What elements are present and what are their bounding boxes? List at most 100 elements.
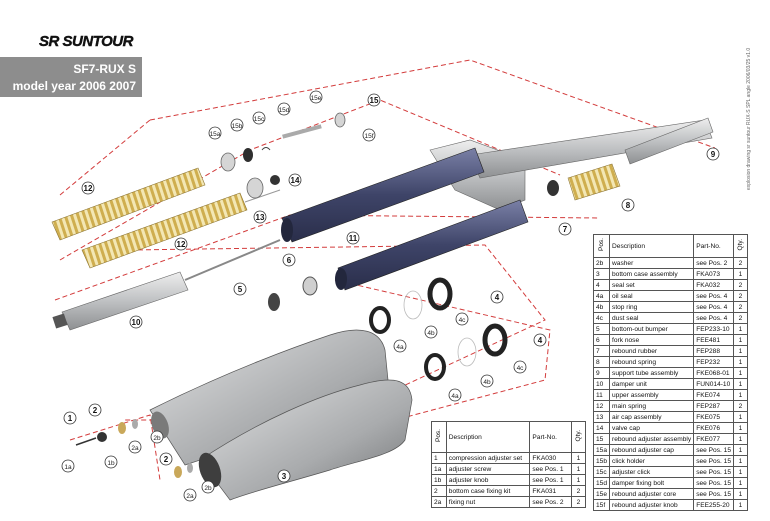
cell-qty: 1 <box>733 323 749 335</box>
cell-description: dust seal <box>609 312 695 324</box>
cell-part-no: see Pos. 1 <box>529 463 572 475</box>
cell-description: main spring <box>609 400 695 412</box>
cell-qty: 1 <box>733 378 749 390</box>
cell-part-no: FKA032 <box>693 279 735 291</box>
cell-pos: 1b <box>431 474 447 486</box>
svg-text:2b: 2b <box>153 435 161 442</box>
cell-qty: 2 <box>733 257 749 269</box>
cell-part-no: FEP232 <box>693 356 735 368</box>
cell-pos: 14 <box>592 422 611 434</box>
cell-qty: 1 <box>570 474 587 486</box>
callout-15: 15 <box>367 93 381 107</box>
svg-text:11: 11 <box>349 234 358 243</box>
callout-4b-lower: 4b <box>480 374 494 388</box>
svg-text:15c: 15c <box>254 116 265 123</box>
svg-text:4b: 4b <box>427 330 435 337</box>
callout-15c: 15c <box>252 111 266 125</box>
cell-description: washer <box>609 257 695 269</box>
cell-qty: 1 <box>733 367 749 379</box>
callout-2a-lower: 2a <box>183 488 197 502</box>
cell-description: stop ring <box>609 301 695 313</box>
seal-set-upper <box>369 277 453 334</box>
callout-2b: 2b <box>150 430 164 444</box>
callout-10: 10 <box>129 315 143 329</box>
callout-15a: 15a <box>208 126 222 140</box>
cell-qty: 1 <box>570 463 587 475</box>
cell-part-no: see Pos. 4 <box>693 290 735 302</box>
cell-qty: 2 <box>733 279 749 291</box>
cell-description: fixing nut <box>445 496 531 508</box>
main-spring-upper <box>51 167 206 241</box>
air-cap-assembly <box>246 175 280 199</box>
cell-qty: 2 <box>570 485 587 497</box>
callout-3: 3 <box>277 469 291 483</box>
callout-1a: 1a <box>61 459 75 473</box>
main-spring-lower <box>81 192 248 269</box>
svg-text:1a: 1a <box>64 464 72 471</box>
model-header: SF7-RUX S model year 2006 2007 <box>0 57 142 97</box>
cell-pos: 4c <box>592 312 611 324</box>
th-qty: Qty. <box>733 234 749 258</box>
compression-adjuster-set <box>75 419 193 478</box>
callout-4-lower: 4 <box>533 333 547 347</box>
cell-qty: 2 <box>733 400 749 412</box>
cell-description: fork nose <box>609 334 695 346</box>
cell-part-no: FKE076 <box>693 422 735 434</box>
svg-text:4c: 4c <box>517 365 525 372</box>
suntour-logo: SR SUNTOUR <box>30 32 142 50</box>
callout-4a: 4a <box>393 339 407 353</box>
callout-1: 1 <box>63 411 77 425</box>
callout-5: 5 <box>233 282 247 296</box>
svg-text:15b: 15b <box>232 123 243 130</box>
cell-pos: 13 <box>592 411 611 423</box>
cell-pos: 15b <box>592 455 611 467</box>
callout-13: 13 <box>253 210 267 224</box>
rebound-adjuster-assembly <box>220 112 346 172</box>
cell-pos: 10 <box>592 378 611 390</box>
th-part-no: Part-No. <box>693 234 735 258</box>
rebound-rubber <box>547 180 559 196</box>
svg-text:4c: 4c <box>459 317 467 324</box>
svg-text:2: 2 <box>164 455 169 464</box>
svg-text:4b: 4b <box>483 379 491 386</box>
cell-part-no: see Pos. 15 <box>693 466 735 478</box>
cell-description: rebound adjuster cap <box>609 444 695 456</box>
cell-description: bottom-out bumper <box>609 323 695 335</box>
cell-qty: 1 <box>733 268 749 280</box>
cell-part-no: FKE074 <box>693 389 735 401</box>
svg-text:12: 12 <box>177 240 186 249</box>
cell-pos: 4b <box>592 301 611 313</box>
svg-text:7: 7 <box>563 225 568 234</box>
cell-part-no: FKE077 <box>693 433 735 445</box>
th-qty: Qty. <box>570 421 587 453</box>
svg-text:4: 4 <box>495 293 500 302</box>
svg-text:1b: 1b <box>107 460 115 467</box>
callout-14: 14 <box>288 173 302 187</box>
cell-description: damper unit <box>609 378 695 390</box>
cell-pos: 15 <box>592 433 611 445</box>
cell-qty: 1 <box>570 452 587 464</box>
cell-part-no: FEE481 <box>693 334 735 346</box>
cell-qty: 1 <box>733 411 749 423</box>
svg-text:15d: 15d <box>279 107 290 114</box>
logo-text: SR SUNTOUR <box>39 33 134 50</box>
cell-description: upper assembly <box>609 389 695 401</box>
cell-pos: 2b <box>592 257 611 269</box>
svg-text:2b: 2b <box>204 485 212 492</box>
cell-description: seal set <box>609 279 695 291</box>
callout-4a-lower: 4a <box>448 388 462 402</box>
fork-nose <box>302 276 318 296</box>
